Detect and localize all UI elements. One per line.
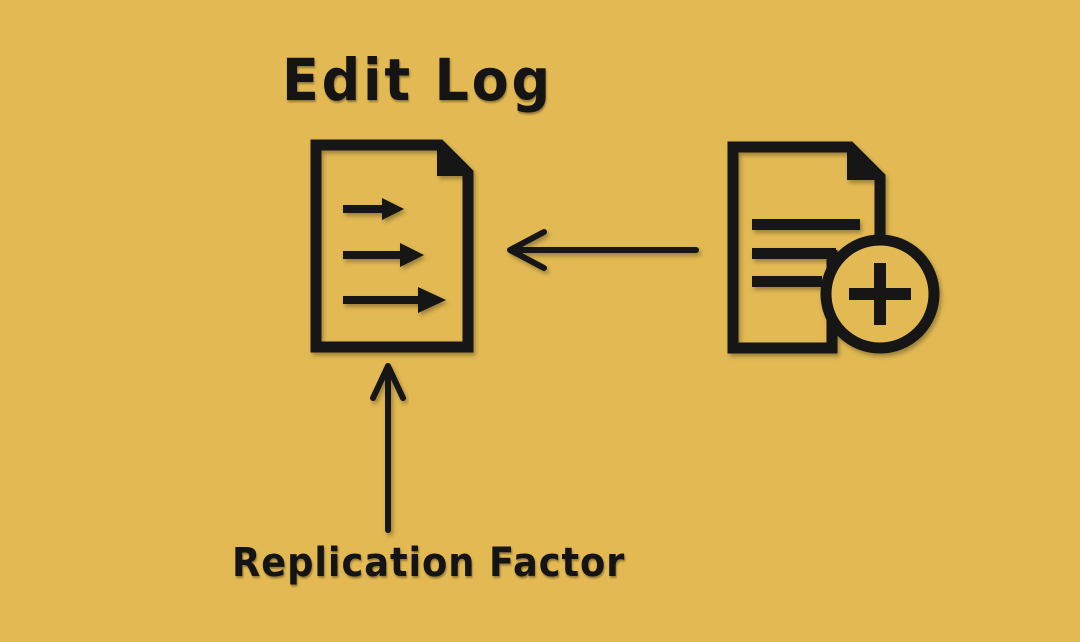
arrow-up-icon	[370, 363, 406, 533]
plus-circle-icon	[820, 234, 940, 354]
arrow-icon	[343, 198, 404, 220]
arrow-icon	[343, 287, 446, 313]
arrow-icon	[343, 243, 424, 267]
diagram-caption: Replication Factor	[232, 540, 626, 586]
document-with-arrows-icon	[310, 139, 474, 353]
document-add-icon	[727, 141, 940, 354]
arrow-left-icon	[507, 229, 699, 271]
diagram-title: Edit Log	[282, 46, 553, 114]
